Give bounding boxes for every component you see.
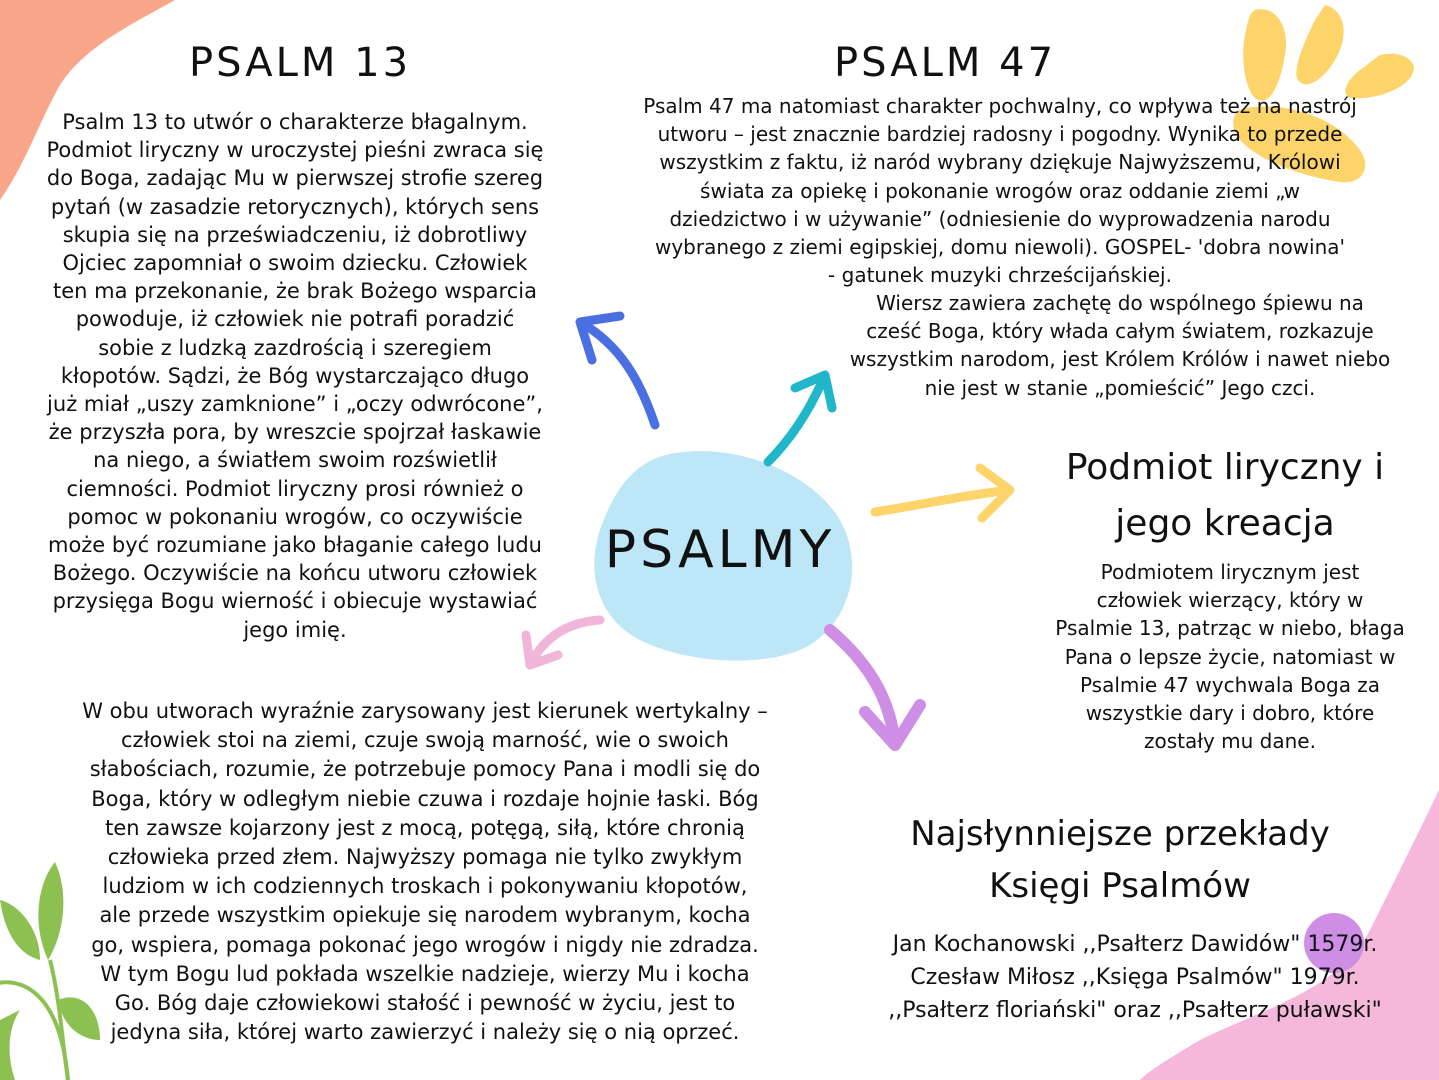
psalm47-line: - gatunek muzyki chrześcijańskiej. xyxy=(585,261,1415,289)
psalm13-line: kłopotów. Sądzi, że Bóg wystarczająco dł… xyxy=(20,362,570,390)
kierunek-line: go, wspiera, pomaga pokonać jego wrogów … xyxy=(30,931,820,960)
psalm13-text: Psalm 13 to utwór o charakterze błagalny… xyxy=(20,108,570,644)
podmiot-line: Psalmie 47 wychwala Boga za xyxy=(1025,671,1435,699)
psalm13-line: do Boga, zadając Mu w pierwszej strofie … xyxy=(20,164,570,192)
podmiot-line: Psalmie 13, patrząc w niebo, błaga xyxy=(1025,614,1435,642)
psalm47-line: nie jest w stanie „pomieścić” Jego czci. xyxy=(805,374,1435,402)
psalm13-line: powoduje, iż człowiek nie potrafi poradz… xyxy=(20,305,570,333)
przeklady-title: Najsłynniejsze przekłady Księgi Psalmów xyxy=(860,808,1380,912)
podmiot-line: wszystkie dary i dobro, które xyxy=(1025,699,1435,727)
kierunek-line: Go. Bóg daje człowiekowi stałość i pewno… xyxy=(30,989,820,1018)
psalm13-line: pomoc w pokonaniu wrogów, co oczywiście xyxy=(20,503,570,531)
kierunek-line: człowiek stoi na ziemi, czuje swoją marn… xyxy=(30,726,820,755)
psalm13-title: PSALM 13 xyxy=(150,40,450,86)
psalm13-line: na niego, a światłem swoim rozświetlił xyxy=(20,446,570,474)
psalm13-line: skupia się na przeświadczeniu, iż dobrot… xyxy=(20,221,570,249)
przeklady-list: Jan Kochanowski ,,Psałterz Dawidów" 1579… xyxy=(835,928,1435,1027)
psalm47-text-continued: Wiersz zawiera zachętę do wspólnego śpie… xyxy=(805,289,1435,402)
psalm13-line: Psalm 13 to utwór o charakterze błagalny… xyxy=(20,108,570,136)
psalm47-line: Wiersz zawiera zachętę do wspólnego śpie… xyxy=(805,289,1435,317)
kierunek-line: ten zawsze kojarzony jest z mocą, potęgą… xyxy=(30,814,820,843)
psalm13-line: sobie z ludzką zazdrością i szeregiem xyxy=(20,334,570,362)
psalm47-line: wszystkim narodom, jest Królem Królów i … xyxy=(805,345,1435,373)
kierunek-line: człowieka przed złem. Najwyższy pomaga n… xyxy=(30,843,820,872)
psalm13-line: Bożego. Oczywiście na końcu utworu człow… xyxy=(20,559,570,587)
psalm47-text: Psalm 47 ma natomiast charakter pochwaln… xyxy=(585,92,1415,289)
kierunek-line: słabościach, rozumie, że potrzebuje pomo… xyxy=(30,755,820,784)
podmiot-title-line1: Podmiot liryczny i xyxy=(1020,440,1430,496)
psalm47-line: cześć Boga, który włada całym światem, r… xyxy=(805,317,1435,345)
psalm47-line: wybranego z ziemi egipskiej, domu niewol… xyxy=(585,233,1415,261)
psalm47-line: świata za opiekę i pokonanie wrogów oraz… xyxy=(585,177,1415,205)
psalm13-line: Ojciec zapomniał o swoim dziecku. Człowi… xyxy=(20,249,570,277)
kierunek-line: ale przede wszystkim opiekuje się narode… xyxy=(30,901,820,930)
podmiot-line: człowiek wierzący, który w xyxy=(1025,586,1435,614)
kierunek-line: ludziom w ich codziennych troskach i pok… xyxy=(30,872,820,901)
arrow-to-przeklady xyxy=(830,630,920,745)
przeklady-item: Czesław Miłosz ,,Księga Psalmów" 1979r. xyxy=(835,961,1435,994)
podmiot-title: Podmiot liryczny i jego kreacja xyxy=(1020,440,1430,552)
arrow-to-psalm13 xyxy=(580,316,655,425)
psalm13-line: że przyszła pora, by wreszcie spojrzał ł… xyxy=(20,418,570,446)
psalm13-line: już miał „uszy zamknione” i „oczy odwróc… xyxy=(20,390,570,418)
przeklady-item: ,,Psałterz floriański" oraz ,,Psałterz p… xyxy=(835,994,1435,1027)
kierunek-line: W obu utworach wyraźnie zarysowany jest … xyxy=(30,697,820,726)
przeklady-item: Jan Kochanowski ,,Psałterz Dawidów" 1579… xyxy=(835,928,1435,961)
psalm13-line: Podmiot liryczny w uroczystej pieśni zwr… xyxy=(20,136,570,164)
center-label: PSALMY xyxy=(600,520,840,580)
kierunek-line: Boga, który w odległym niebie czuwa i ro… xyxy=(30,785,820,814)
psalm13-line: ciemności. Podmiot liryczny prosi równie… xyxy=(20,475,570,503)
psalm47-line: utworu – jest znacznie bardziej radosny … xyxy=(585,120,1415,148)
kierunek-line: jedyna siła, której warto zawierzyć i na… xyxy=(30,1018,820,1047)
kierunek-text: W obu utworach wyraźnie zarysowany jest … xyxy=(30,697,820,1047)
psalm47-line: dziedzictwo i w używanie” (odniesienie d… xyxy=(585,205,1415,233)
przeklady-title-line1: Najsłynniejsze przekłady xyxy=(860,808,1380,860)
psalm13-line: pytań (w zasadzie retorycznych), których… xyxy=(20,193,570,221)
psalm47-line: wszystkim z faktu, iż naród wybrany dzię… xyxy=(585,148,1415,176)
podmiot-line: zostały mu dane. xyxy=(1025,727,1435,755)
psalm13-line: ten ma przekonanie, że brak Bożego wspar… xyxy=(20,277,570,305)
przeklady-title-line2: Księgi Psalmów xyxy=(860,860,1380,912)
psalm13-line: może być rozumiane jako błaganie całego … xyxy=(20,531,570,559)
podmiot-line: Podmiotem lirycznym jest xyxy=(1025,558,1435,586)
podmiot-line: Pana o lepsze życie, natomiast w xyxy=(1025,643,1435,671)
psalm47-title: PSALM 47 xyxy=(790,40,1100,86)
podmiot-title-line2: jego kreacja xyxy=(1020,496,1430,552)
kierunek-line: W tym Bogu lud pokłada wszelkie nadzieje… xyxy=(30,960,820,989)
psalm13-line: przysięga Bogu wierność i obiecuje wysta… xyxy=(20,587,570,615)
arrow-to-podmiot xyxy=(875,468,1010,518)
psalm13-line: jego imię. xyxy=(20,616,570,644)
psalm47-line: Psalm 47 ma natomiast charakter pochwaln… xyxy=(585,92,1415,120)
